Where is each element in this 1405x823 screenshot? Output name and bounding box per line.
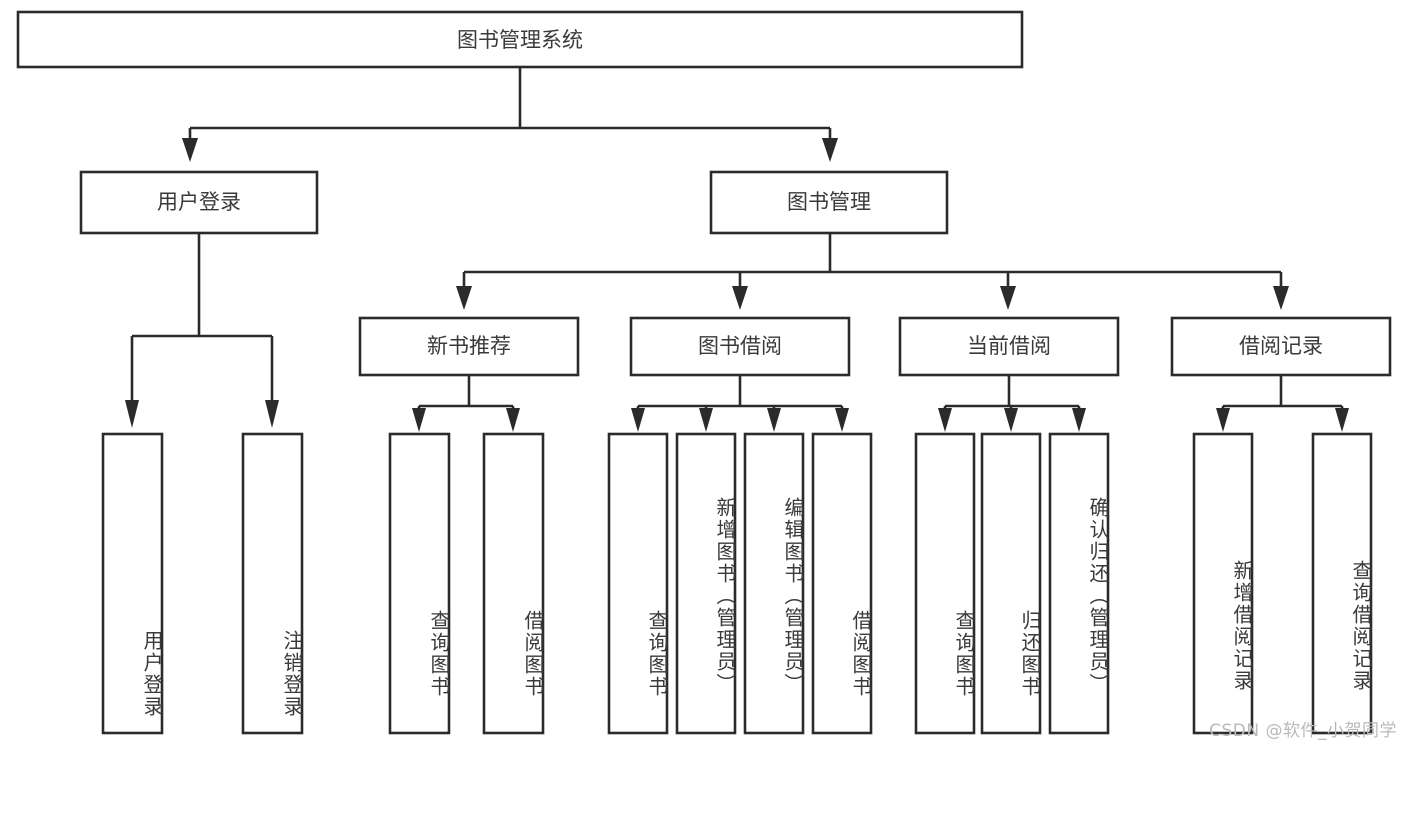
arrow-head-leaf-borrow-record-1 xyxy=(1216,408,1230,432)
node-book-manage-rect[interactable] xyxy=(709,170,949,235)
node-book-borrow[interactable]: 图书借阅 xyxy=(629,316,851,377)
leaf-box-book-borrow-3[interactable] xyxy=(743,432,805,735)
arrow-head-leaf-new-book-1 xyxy=(412,408,426,432)
leaf-box-borrow-record-2[interactable] xyxy=(1311,432,1373,735)
arrow-head-leaf-book-borrow-3 xyxy=(767,408,781,432)
arrow-head-borrow-record xyxy=(1273,286,1289,310)
node-book-manage-label: 图书管理 xyxy=(787,190,871,214)
connectors-borrow-record-to-leaves xyxy=(1216,376,1349,432)
leaf-boxes-new-book-recommend xyxy=(388,432,545,735)
connectors-user-login-to-leaves xyxy=(125,234,279,428)
arrow-head-leaf-book-borrow-1 xyxy=(631,408,645,432)
leaf-boxes-borrow-record xyxy=(1192,432,1373,735)
node-borrow-record[interactable]: 借阅记录 xyxy=(1170,316,1392,377)
node-new-book-recommend[interactable]: 新书推荐 xyxy=(358,316,580,377)
leaf-box-new-book-2[interactable] xyxy=(482,432,545,735)
connectors-root-to-level2 xyxy=(182,67,838,162)
connectors-book-borrow-to-leaves xyxy=(631,376,849,432)
node-book-borrow-label: 图书借阅 xyxy=(698,334,782,358)
node-new-book-recommend-label: 新书推荐 xyxy=(427,334,511,358)
leaf-box-user-login-2[interactable] xyxy=(241,432,304,735)
leaf-box-current-borrow-2[interactable] xyxy=(980,432,1042,735)
node-root-rect[interactable] xyxy=(16,10,1024,69)
node-user-login-rect[interactable] xyxy=(79,170,319,235)
arrow-head-book-manage xyxy=(822,138,838,162)
arrow-head-leaf-book-borrow-4 xyxy=(835,408,849,432)
node-user-login[interactable]: 用户登录 xyxy=(79,170,319,235)
arrow-head-leaf-current-borrow-2 xyxy=(1004,408,1018,432)
arrow-head-leaf-user-login-1 xyxy=(125,400,139,428)
leaf-box-borrow-record-1[interactable] xyxy=(1192,432,1254,735)
leaf-boxes-user-login xyxy=(101,432,304,735)
leaf-box-book-borrow-1[interactable] xyxy=(607,432,669,735)
leaf-box-book-borrow-4[interactable] xyxy=(811,432,873,735)
node-user-login-label: 用户登录 xyxy=(157,190,241,214)
arrow-head-user-login xyxy=(182,138,198,162)
node-current-borrow-rect[interactable] xyxy=(898,316,1120,377)
arrow-head-book-borrow xyxy=(732,286,748,310)
node-root-label: 图书管理系统 xyxy=(457,28,583,52)
arrow-head-leaf-new-book-2 xyxy=(506,408,520,432)
connectors-new-book-to-leaves xyxy=(412,376,520,432)
arrow-head-leaf-book-borrow-2 xyxy=(699,408,713,432)
leaf-boxes-book-borrow xyxy=(607,432,873,735)
leaf-box-current-borrow-1[interactable] xyxy=(914,432,976,735)
node-current-borrow[interactable]: 当前借阅 xyxy=(898,316,1120,377)
node-root[interactable]: 图书管理系统 xyxy=(16,10,1024,69)
connectors-book-manage-to-level3 xyxy=(456,234,1289,310)
arrow-head-new-book xyxy=(456,286,472,310)
node-book-borrow-rect[interactable] xyxy=(629,316,851,377)
connectors-current-borrow-to-leaves xyxy=(938,376,1086,432)
node-new-book-recommend-rect[interactable] xyxy=(358,316,580,377)
leaf-box-user-login-1[interactable] xyxy=(101,432,164,735)
node-current-borrow-label: 当前借阅 xyxy=(967,334,1051,358)
arrow-head-leaf-current-borrow-1 xyxy=(938,408,952,432)
arrow-head-leaf-borrow-record-2 xyxy=(1335,408,1349,432)
leaf-boxes-current-borrow xyxy=(914,432,1110,735)
diagram-canvas: 图书管理系统 用户登录 图书管理 新书推荐 图书借阅 当前借阅 借阅记录 xyxy=(16,10,1397,741)
tree-diagram-svg: 图书管理系统 用户登录 图书管理 新书推荐 图书借阅 当前借阅 借阅记录 xyxy=(16,10,1392,735)
arrow-head-current-borrow xyxy=(1000,286,1016,310)
node-book-manage[interactable]: 图书管理 xyxy=(709,170,949,235)
node-borrow-record-label: 借阅记录 xyxy=(1239,334,1323,358)
arrow-head-leaf-current-borrow-3 xyxy=(1072,408,1086,432)
csdn-watermark: CSDN @软件_小贺同学 xyxy=(1209,721,1397,741)
leaf-box-book-borrow-2[interactable] xyxy=(675,432,737,735)
node-borrow-record-rect[interactable] xyxy=(1170,316,1392,377)
leaf-box-new-book-1[interactable] xyxy=(388,432,451,735)
leaf-box-current-borrow-3[interactable] xyxy=(1048,432,1110,735)
arrow-head-leaf-user-login-2 xyxy=(265,400,279,428)
